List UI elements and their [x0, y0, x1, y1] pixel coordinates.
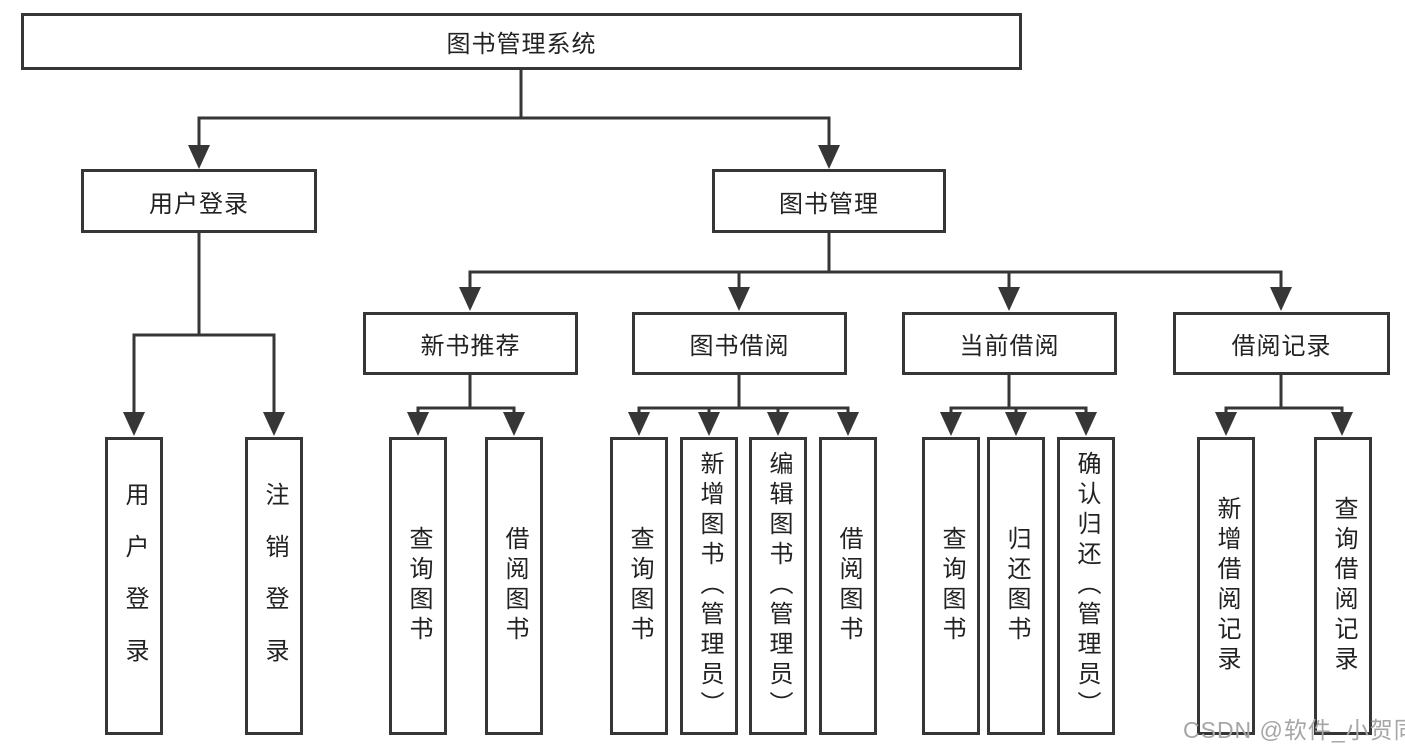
leaf-add-book-admin-label: 新增图书（管理员）	[696, 451, 723, 721]
leaf-confirm-return-admin-label: 确认归还（管理员）	[1073, 451, 1100, 721]
leaf-query-books-recommend: 查询图书	[389, 437, 447, 735]
leaf-confirm-return-admin: 确认归还（管理员）	[1057, 437, 1115, 735]
leaf-query-books-borrow: 查询图书	[610, 437, 668, 735]
leaf-query-borrow-record-label: 查询借阅记录	[1330, 496, 1357, 676]
leaf-query-books-current-label: 查询图书	[938, 526, 965, 646]
leaf-borrow-books-recommend-label: 借阅图书	[501, 526, 528, 646]
leaf-query-borrow-record: 查询借阅记录	[1314, 437, 1372, 735]
leaf-edit-book-admin-label: 编辑图书（管理员）	[765, 451, 792, 721]
node-user-login: 用户登录	[81, 169, 317, 233]
node-borrow-records: 借阅记录	[1173, 312, 1390, 375]
leaf-borrow-books-recommend: 借阅图书	[485, 437, 543, 735]
node-new-book-recommend: 新书推荐	[363, 312, 578, 375]
leaf-return-book: 归还图书	[987, 437, 1045, 735]
leaf-add-borrow-record-label: 新增借阅记录	[1213, 496, 1240, 676]
leaf-logout: 注销登录	[245, 437, 303, 735]
node-current-borrow: 当前借阅	[902, 312, 1117, 375]
arrowheads	[123, 145, 1353, 436]
node-book-management: 图书管理	[712, 169, 946, 233]
leaf-user-login: 用户登录	[105, 437, 163, 735]
leaf-add-book-admin: 新增图书（管理员）	[680, 437, 738, 735]
leaf-borrow-books: 借阅图书	[819, 437, 877, 735]
leaf-query-books-recommend-label: 查询图书	[405, 526, 432, 646]
watermark: CSDN @软件_小贺同学	[1183, 717, 1405, 743]
node-book-borrow: 图书借阅	[632, 312, 847, 375]
leaf-query-books-current: 查询图书	[922, 437, 980, 735]
leaf-add-borrow-record: 新增借阅记录	[1197, 437, 1255, 735]
leaf-query-books-borrow-label: 查询图书	[626, 526, 653, 646]
node-root-library-system: 图书管理系统	[21, 13, 1022, 70]
leaf-user-login-label: 用户登录	[121, 482, 148, 690]
leaf-logout-label: 注销登录	[261, 482, 288, 690]
leaf-edit-book-admin: 编辑图书（管理员）	[749, 437, 807, 735]
leaf-borrow-books-label: 借阅图书	[835, 526, 862, 646]
leaf-return-book-label: 归还图书	[1003, 526, 1030, 646]
